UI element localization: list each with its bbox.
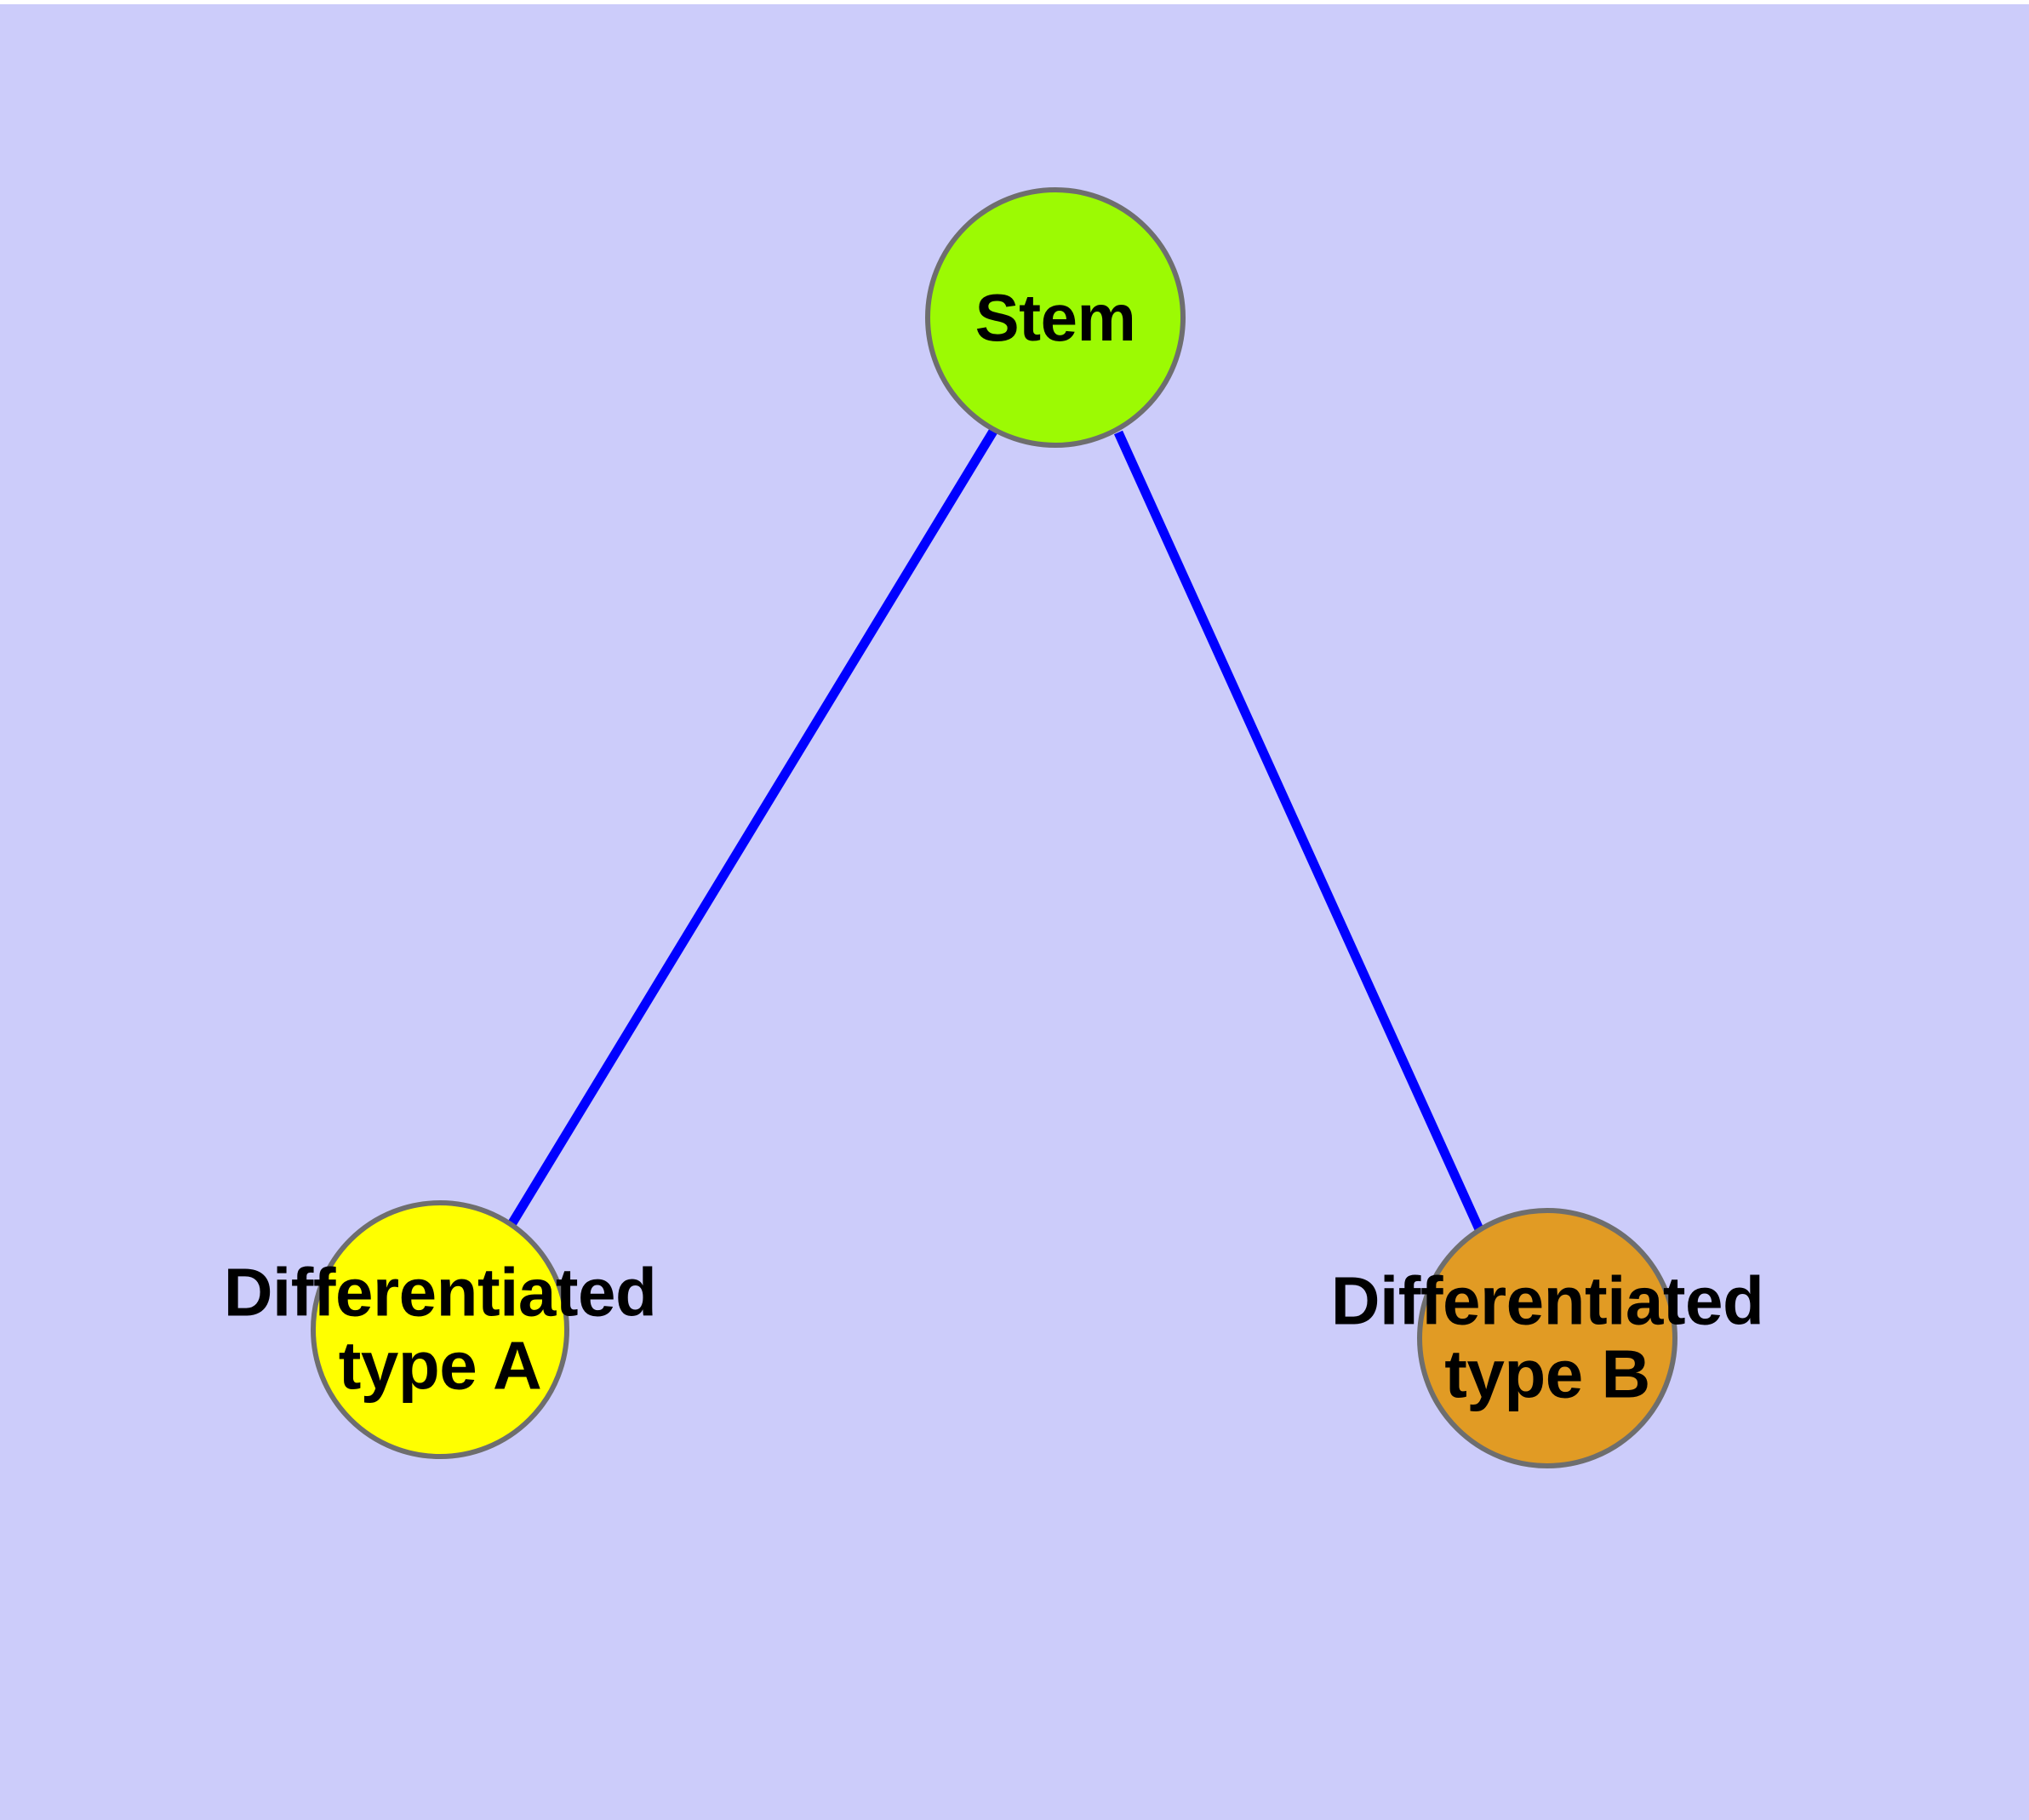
- node-layer: [311, 187, 1677, 1468]
- edge-layer: [506, 427, 1484, 1232]
- node-circle-diff-a[interactable]: [311, 1200, 569, 1459]
- node-circle-stem[interactable]: [925, 187, 1186, 448]
- edge-stem-to-diff-a[interactable]: [506, 427, 998, 1228]
- node-circle-diff-b[interactable]: [1417, 1208, 1677, 1468]
- edge-stem-to-diff-b[interactable]: [1113, 430, 1484, 1232]
